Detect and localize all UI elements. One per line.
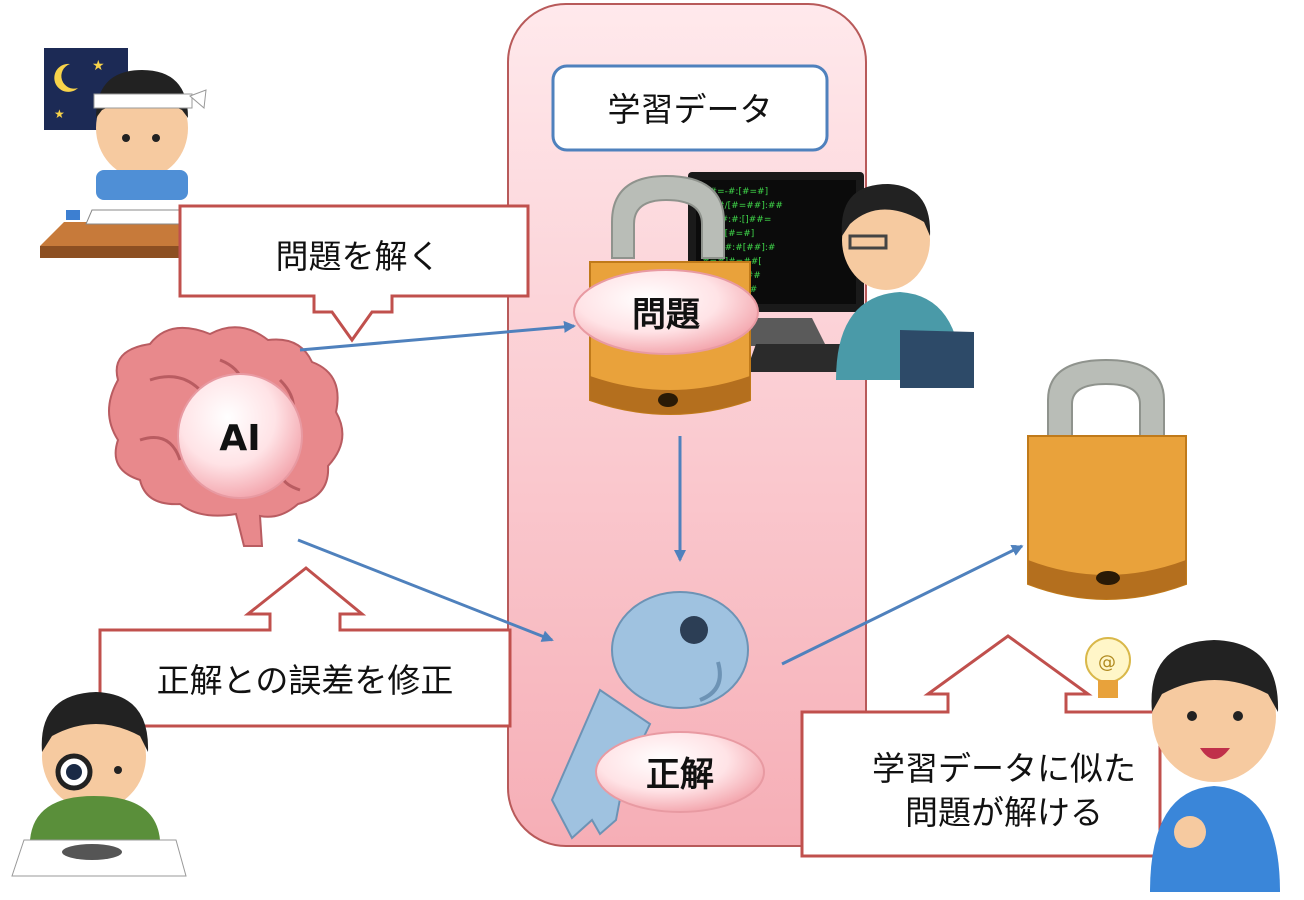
- craftsman-illustration: [11, 692, 187, 877]
- svg-text:#=#/[#=##]:##: #=#/[#=##]:##: [702, 201, 783, 211]
- svg-text:★: ★: [54, 107, 65, 121]
- svg-text:@: @: [1098, 652, 1116, 673]
- svg-text:#=#[#=#]: #=#[#=#]: [702, 229, 754, 239]
- training-data-title: 学習データ: [608, 90, 773, 129]
- svg-text:##=-#:[#=#]: ##=-#:[#=#]: [702, 187, 768, 197]
- new-lock-illustration: [1027, 358, 1187, 600]
- ai-brain-illustration: AI: [108, 326, 344, 547]
- training-data-title-box: 学習データ: [551, 64, 829, 152]
- callout-solve-problem: 問題を解く: [178, 204, 530, 343]
- arrow-brain-to-problem: [299, 320, 576, 352]
- student-studying-illustration: ★ ★ ★: [40, 48, 236, 258]
- svg-text:##=#:#[##]:#: ##=#:#[##]:#: [702, 243, 775, 253]
- answer-badge-text: 正解: [646, 755, 714, 795]
- problem-badge-text: 問題: [632, 295, 700, 335]
- arrow-answer-to-new-lock: [781, 544, 1024, 666]
- callout-solve-problem-text: 問題を解く: [276, 237, 441, 276]
- callout-correct-error: 正解との誤差を修正: [98, 566, 512, 728]
- callout-correct-error-text: 正解との誤差を修正: [157, 661, 454, 700]
- problem-lock-illustration: 問題: [573, 174, 759, 415]
- callout-solve-similar: 学習データに似た 問題が解ける: [800, 634, 1162, 858]
- problem-badge: [573, 269, 759, 355]
- ai-badge: [177, 373, 303, 499]
- svg-text:★: ★: [92, 58, 105, 74]
- callout-solve-similar-line2: 問題が解ける: [905, 793, 1103, 832]
- arrow-brain-to-answer: [297, 538, 554, 642]
- svg-text:##]#:#:[]##=: ##]#:#:[]##=: [702, 215, 771, 225]
- answer-badge: [595, 731, 765, 813]
- answer-key-illustration: 正解: [550, 591, 765, 840]
- callout-solve-similar-line1: 学習データに似た: [872, 749, 1136, 788]
- ai-badge-text: AI: [219, 418, 260, 459]
- idea-person-illustration: @: [1085, 637, 1280, 892]
